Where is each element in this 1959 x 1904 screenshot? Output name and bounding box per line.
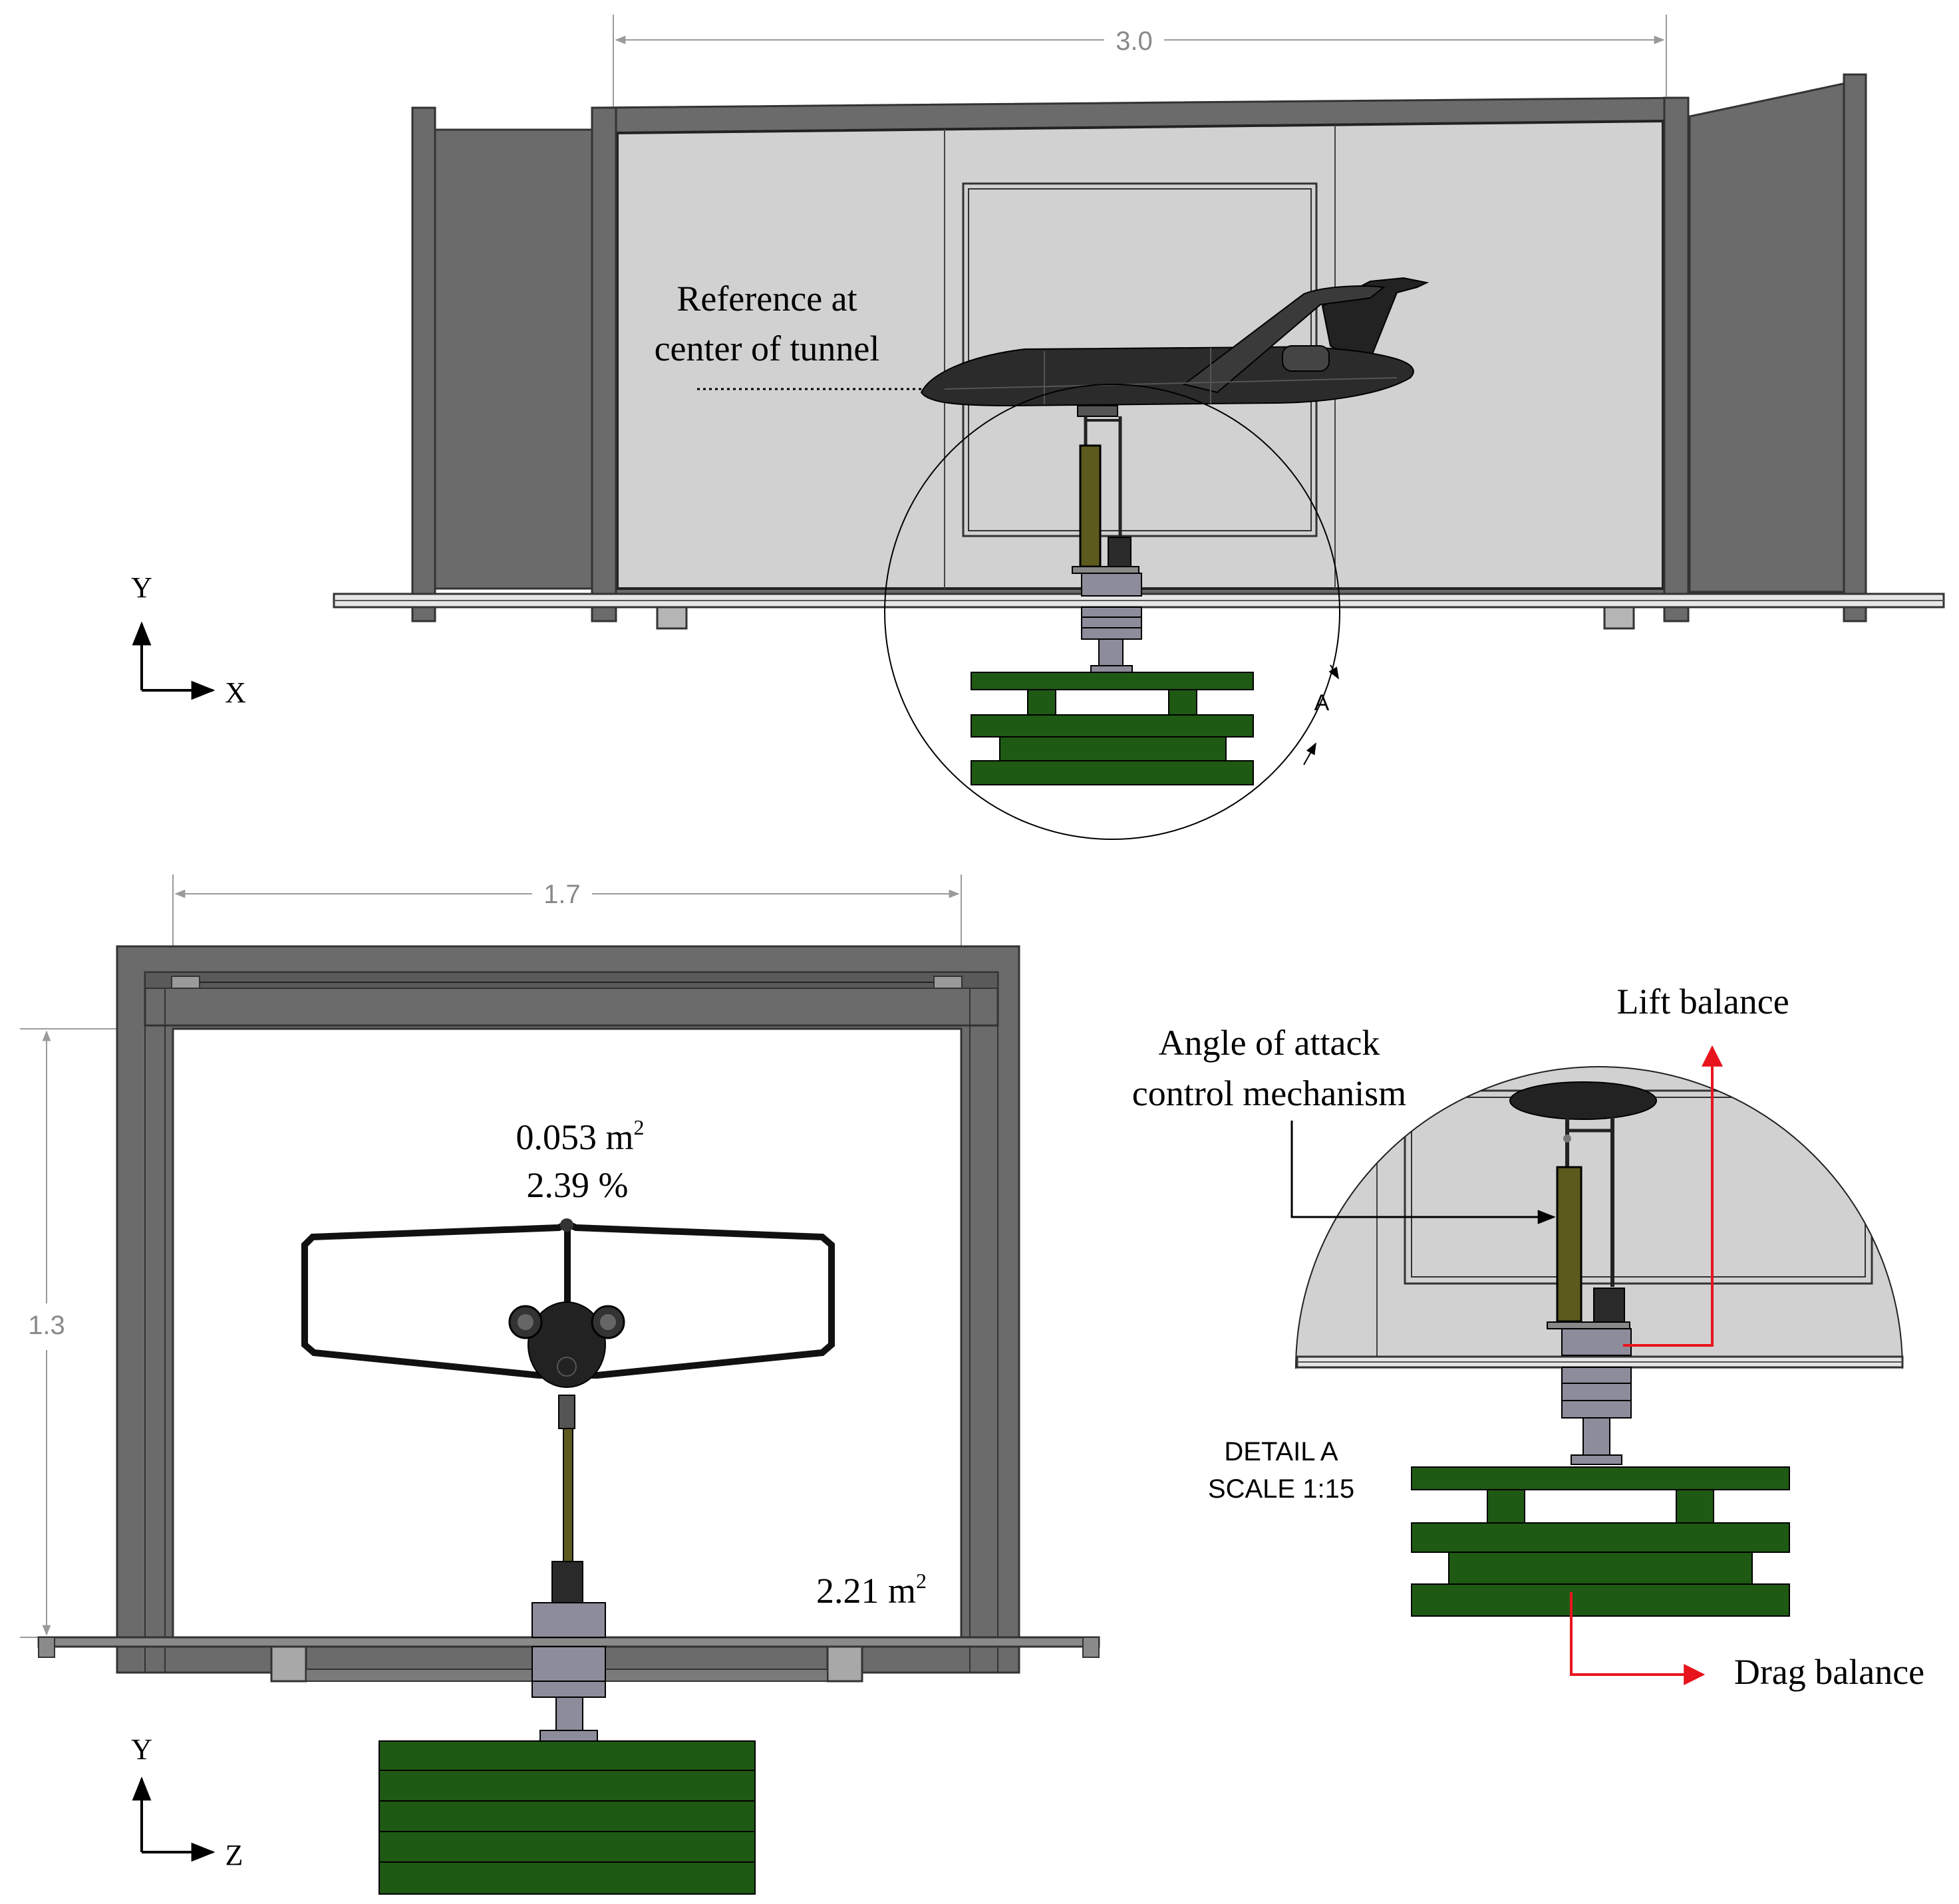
axis-label-y-side: Y <box>131 571 152 604</box>
balance-stack-detail <box>1411 1466 1790 1617</box>
front-floor-plate <box>37 1636 1100 1648</box>
lift-balance-label: Lift balance <box>1616 982 1789 1021</box>
aoa-mechanism-detail <box>1547 1117 1632 1465</box>
aoa-label-line2: control mechanism <box>1132 1073 1406 1113</box>
axis-label-x: X <box>225 676 246 709</box>
dimension-width-side: 3.0 <box>613 15 1667 106</box>
side-frame-post-right <box>1663 96 1690 622</box>
side-frame-post-left <box>591 106 617 622</box>
blockage-ratio-label: 2.39 % <box>527 1165 629 1205</box>
dimension-label-1-7: 1.7 <box>543 880 581 909</box>
aircraft-model-side <box>920 277 1430 407</box>
aoa-label-line1: Angle of attack <box>1159 1023 1380 1063</box>
dimension-width-front: 1.7 <box>172 875 962 1018</box>
left-end-post <box>411 106 436 622</box>
detail-title: DETAIL A <box>1224 1437 1338 1466</box>
inlet-contraction-wall <box>432 128 595 590</box>
test-section-area-label: 2.21 m2 <box>816 1569 927 1611</box>
balance-stack-front <box>378 1740 756 1895</box>
reference-label-line2: center of tunnel <box>655 329 880 368</box>
detail-a-boundary <box>1295 1066 1903 1369</box>
axis-label-z: Z <box>226 1839 243 1871</box>
drag-balance-label: Drag balance <box>1734 1652 1924 1692</box>
axes-xy: Y X <box>131 571 246 709</box>
detail-a-circle <box>884 384 1340 840</box>
aircraft-model-front <box>301 1218 835 1388</box>
model-frontal-area-label: 0.053 m2 <box>516 1115 644 1157</box>
detail-callout-a: A <box>1314 690 1330 716</box>
outlet-diffuser-wall <box>1688 82 1847 593</box>
side-view: 3.0 Reference <box>131 15 1945 840</box>
dimension-label-1-3: 1.3 <box>28 1311 65 1340</box>
right-end-post <box>1843 73 1867 622</box>
balance-stack-side <box>971 672 1254 785</box>
drag-balance-arrow <box>1570 1592 1706 1685</box>
model-support-strut-side <box>1072 405 1142 673</box>
aoa-pointer-arrow <box>1290 1121 1556 1224</box>
front-view: 1.7 1.3 <box>20 875 1100 1895</box>
reference-label-line1: Reference at <box>677 279 857 319</box>
axes-yz: Y Z <box>131 1733 243 1871</box>
detail-a-view: Angle of attack control mechanism Lift b… <box>1132 982 1924 1692</box>
lift-balance-arrow <box>1623 1045 1723 1347</box>
dimension-label-3-0: 3.0 <box>1116 27 1153 56</box>
detail-scale: SCALE 1:15 <box>1208 1474 1354 1504</box>
model-support-strut-front <box>531 1395 606 1742</box>
axis-label-y-front: Y <box>131 1733 152 1766</box>
